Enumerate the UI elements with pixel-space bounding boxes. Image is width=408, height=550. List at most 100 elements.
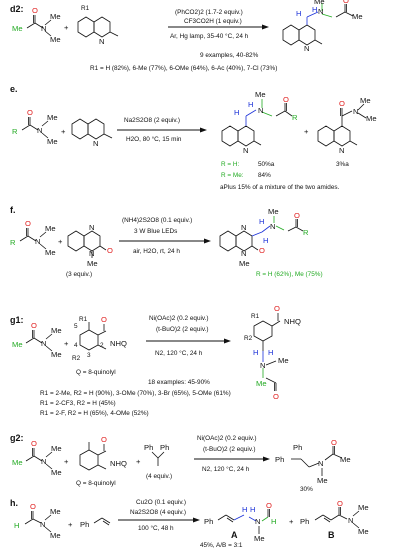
oxygen-label: O [259,246,265,255]
methyl-label: Me [358,503,369,512]
plus-sign: + [289,517,294,526]
q-definition: Q = 8-quinolyl [76,369,116,376]
reagent-text: Cu2O (0.1 equiv.) [136,499,186,506]
methyl-label: Me [51,326,62,335]
r-h-label: R = H: [221,161,240,168]
product-e-minor: O N Me Me N [317,96,377,155]
methyl-label: Me [45,248,56,257]
product-a: Ph H H N O H Me A [204,501,276,543]
dma-reactant-d2: Me O N Me Me [12,6,61,44]
phenyl-label: Ph [300,517,309,526]
equiv-note: (3 equiv.) [66,271,92,278]
yield-list: R1 = 2-CF3, R2 = H (45%) [40,400,116,407]
methyl-label: Me [352,12,363,21]
examples-summary: 18 examples: 45-90% [148,379,210,386]
ring-position: 2 [100,342,104,349]
conditions-text: N2, 120 °C, 24 h [155,349,203,357]
reagent-text: CF3CO2H (1 equiv.) [184,18,242,25]
nitrogen-label: N [260,361,265,370]
methyl-label: Me [268,207,279,216]
plus-sign: + [68,520,73,529]
hydrogen-label: H [234,108,239,117]
scheme-g1: g1: Me O N Me Me + R1 5 4 3 2 R2 O [10,304,301,417]
nitrogen-label: N [318,7,323,16]
oxygen-label: O [294,211,300,220]
scheme-d2: d2: Me O N Me Me + R1 N (PhCO2)2 (1.7-2 … [10,0,363,72]
plus-sign: + [64,457,69,466]
scheme-label-g2: g2: [10,433,24,443]
r-me-label: R = Me: [221,172,244,179]
reagent-text: (t-BuO)2 (2 equiv.) [156,326,208,333]
oxygen-label: O [27,108,33,117]
nitrogen-label: N [35,237,40,246]
nitrogen-label: N [353,107,358,116]
nitrogen-label: N [93,139,98,148]
nitrogen-label: N [243,146,248,155]
methyl-label: Me [12,340,23,349]
nitrogen-label: N [241,223,246,232]
nitrogen-label: N [304,44,309,53]
methyl-label: Me [278,356,289,365]
r-group-label: R [10,238,16,247]
methyl-label: Me [50,531,61,540]
oxygen-label: O [266,501,272,510]
nitrogen-label: N [41,339,46,348]
oxygen-label: O [283,95,289,104]
methyl-label: Me [51,350,62,359]
methyl-label: Me [358,527,369,536]
ring-position: 3 [87,352,91,359]
quinoxalinone-reactant: N N O Me [67,223,113,268]
scheme-h: h. H O N Me Me + Ph Cu2O (0.1 equiv.) Na… [10,498,369,549]
product-tag-b: B [328,530,335,540]
methyl-label: Me [47,137,58,146]
plus-sign: + [61,127,66,136]
scheme-label-h: h. [10,498,18,508]
yield-value: 3%a [336,161,349,168]
phenyl-label: Ph [160,443,169,452]
product-g1: R1 R2 O NHQ H H N Me Me O [244,304,301,401]
nitrogen-label: N [41,24,46,33]
quinaldine-reactant-e: N [71,118,113,148]
hydrogen-label: H [268,348,273,357]
plus-sign: + [304,127,309,136]
ring-position: 5 [74,323,78,330]
oxygen-label: O [273,392,279,401]
reagent-text: Ni(OAc)2 (0.2 equiv.) [197,435,257,442]
nhq-label: NHQ [284,317,301,326]
methyl-label: Me [87,259,98,268]
scheme-label-f: f. [10,205,16,215]
phenyl-label: Ph [293,443,302,452]
oxygen-label: O [30,502,36,511]
scheme-label-g1: g1: [10,315,24,325]
oxygen-label: O [331,438,337,447]
ring-position: 4 [74,342,78,349]
nitrogen-label: N [37,126,42,135]
scheme-label-e: e. [10,84,18,94]
nitrogen-label: N [40,520,45,529]
methyl-label: Me [314,0,325,6]
scheme-label-d2: d2: [10,4,24,14]
nitrogen-label: N [89,223,94,232]
hydrogen-label: H [248,100,253,109]
methyl-label: Me [50,507,61,516]
reagent-text: Na2S2O8 (4 equiv.) [130,509,186,516]
phenyl-label: Ph [80,520,89,529]
nitrogen-label: N [318,459,323,468]
methyl-label: Me [50,35,61,44]
hydrogen-label: H [271,517,276,526]
oxygen-label: O [101,435,107,444]
r-group-label: R [303,228,309,237]
methyl-label: Me [12,24,23,33]
amide-reactant-f: R O N Me Me [10,219,56,257]
dmf-reactant-h: H O N Me Me [14,502,61,540]
styrene-reactant-h: Ph [80,517,111,529]
reagent-text: Na2S2O8 (2 equiv.) [124,117,180,124]
methyl-label: Me [51,444,62,453]
dma-reactant-g2: Me O N Me Me [12,439,62,477]
benzamide-reactant-g1: R1 5 4 3 2 R2 O NHQ [72,315,127,362]
product-g2: Ph Ph N O Me Me [275,438,351,485]
conditions-text: air, H2O, rt, 24 h [133,248,180,255]
hydrogen-label: H [312,5,317,14]
scheme-g2: g2: Me O N Me Me + O NHQ Q = 8-quinolyl … [10,433,351,493]
